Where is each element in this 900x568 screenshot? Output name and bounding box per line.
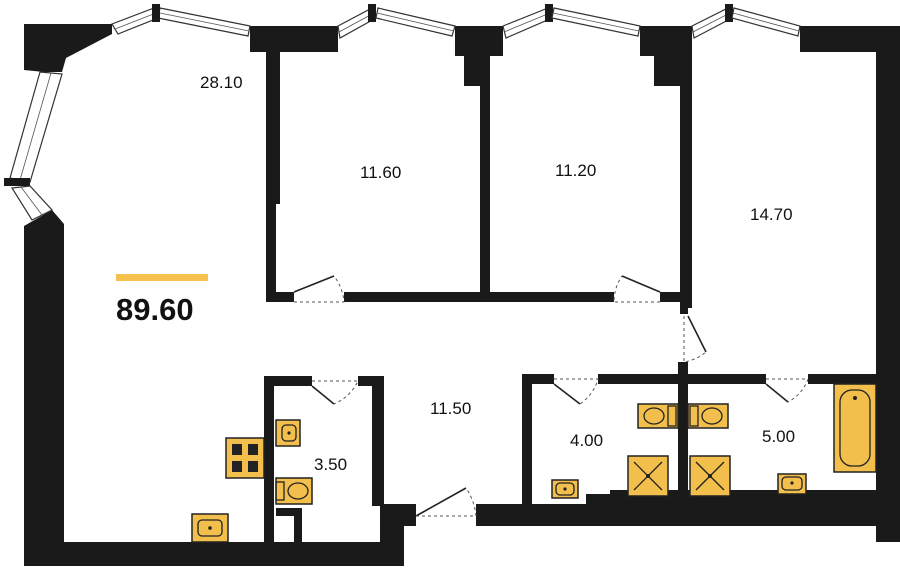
wall-top-seg-4 (800, 26, 880, 52)
wall-top-seg-1 (250, 26, 338, 52)
window-icon (111, 7, 159, 35)
sink-icon (191, 513, 229, 543)
wall-bath-left (522, 374, 532, 508)
window-icon (4, 71, 63, 221)
wall-pillar-1 (464, 56, 490, 86)
bathtub-icon (833, 383, 877, 473)
area-bedroom-1: 11.60 (360, 163, 401, 182)
door-icon (311, 380, 359, 405)
fixtures (191, 383, 877, 543)
stove-icon (225, 437, 265, 479)
wall-bedroom1-left-lower (266, 204, 276, 302)
door-icon (293, 275, 345, 303)
total-area-accent-bar (116, 274, 208, 281)
wall-bottom-left (24, 542, 404, 566)
wall-pillar-2 (654, 56, 692, 86)
wall-wc-bottom-shaft (276, 508, 300, 516)
area-hallway: 11.50 (430, 399, 471, 418)
wall-bedroom2-3 (680, 56, 692, 308)
windows (4, 4, 801, 221)
wall-top-seg-3 (640, 26, 692, 56)
wall-bath-divider (678, 362, 688, 496)
wall-right (876, 26, 900, 382)
total-area-block: 89.60 (116, 274, 208, 327)
area-bedroom-2: 11.20 (555, 161, 596, 180)
wall-bedrooms-bottom-a (266, 292, 294, 302)
door-icon (553, 378, 599, 405)
door-icon (613, 275, 661, 303)
area-bedroom-3: 14.70 (750, 205, 793, 224)
wall-bedroom1-left (266, 50, 280, 204)
wall-wc-shaft-side (294, 508, 302, 544)
wall-wc-left (264, 376, 274, 544)
wall-corner-top-left (24, 24, 112, 72)
doors (293, 275, 809, 517)
window-icon (337, 4, 456, 39)
wall-bath-divider-top (680, 300, 688, 314)
shower-icon (627, 455, 669, 497)
wall-bedrooms-bottom-b (344, 292, 614, 302)
area-wc: 3.50 (314, 455, 347, 474)
sink-icon (551, 479, 579, 499)
total-area: 89.60 (116, 292, 194, 327)
wall-bedroom1-2 (480, 56, 490, 298)
wall-top-seg-2 (455, 26, 503, 56)
sink-icon (777, 473, 807, 495)
area-living-kitchen: 28.10 (200, 73, 243, 92)
sink-icon (275, 419, 301, 447)
window-icon (691, 4, 801, 39)
interior-walls (264, 50, 880, 544)
wall-bedrooms-bottom-c (660, 292, 692, 302)
wall-wc-right (372, 376, 384, 506)
toilet-icon (637, 403, 679, 429)
wall-bath-top-a (522, 374, 554, 384)
shower-icon (689, 455, 731, 497)
window-icon (152, 4, 251, 37)
door-icon (415, 487, 477, 517)
wall-left (24, 210, 64, 542)
wall-bottom-mid (382, 504, 416, 526)
area-bathroom-2: 5.00 (762, 427, 795, 446)
door-icon (765, 378, 809, 403)
wall-bath-top-c (808, 374, 880, 384)
window-icon (502, 4, 641, 39)
toilet-icon (275, 477, 313, 505)
wall-wc-top-a (264, 376, 312, 386)
wall-wc-top-b (358, 376, 384, 386)
room-labels: 28.10 11.60 11.20 14.70 11.50 3.50 4.00 … (200, 73, 795, 474)
toilet-icon (687, 403, 729, 429)
door-icon (683, 315, 707, 363)
wall-bath-bottom-step (586, 494, 616, 508)
area-bathroom-1: 4.00 (570, 431, 603, 450)
